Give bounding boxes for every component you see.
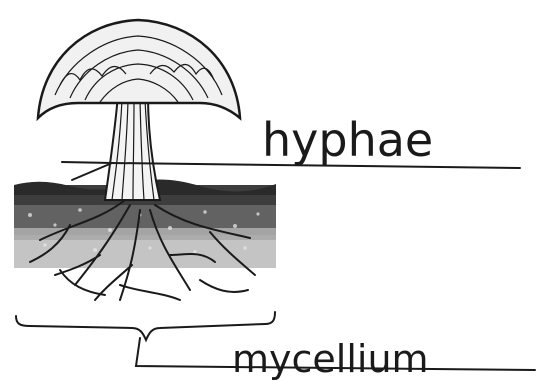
hyphae-label: hyphae [262, 113, 433, 167]
mycelium-label: mycellium [232, 337, 429, 381]
mushroom-cap [38, 20, 240, 118]
